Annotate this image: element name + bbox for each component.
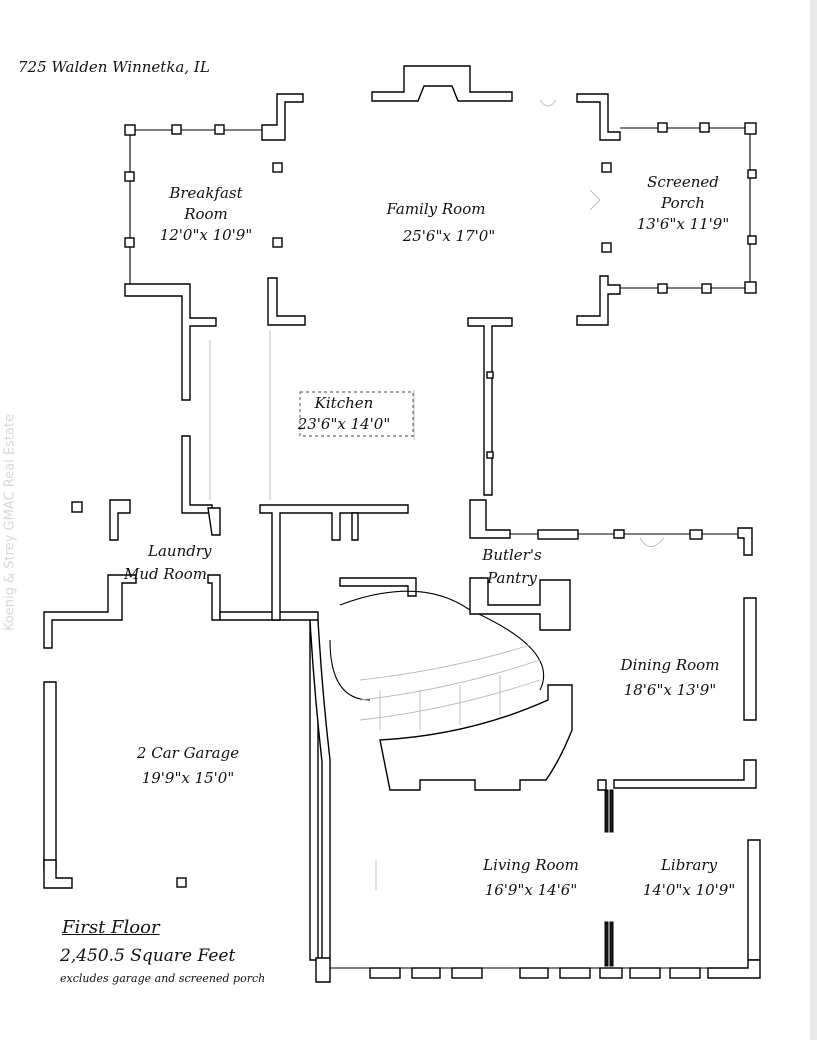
garage-walls xyxy=(43,611,319,961)
laundry-mud-room-walls xyxy=(43,435,221,649)
agency-watermark: Koenig & Strey GMAC Real Estate xyxy=(2,413,18,632)
room-label-kitchen: Kitchen 23'6"x 14'0" xyxy=(292,396,396,432)
room-label-living-room: Living Room 16'9"x 14'6" xyxy=(478,858,584,898)
butlers-pantry-walls xyxy=(469,499,753,631)
room-dimensions: 25'6"x 17'0" xyxy=(402,227,496,245)
room-name: Library xyxy=(660,856,718,874)
room-name: Butler's xyxy=(482,546,542,564)
room-name: Kitchen xyxy=(314,394,374,412)
kitchen-walls xyxy=(209,317,513,500)
room-label-butlers-pantry: Butler's Pantry xyxy=(470,548,554,586)
room-dimensions: 18'6"x 13'9" xyxy=(623,681,717,699)
room-name: 2 Car Garage xyxy=(136,744,240,762)
room-name: Screened xyxy=(647,173,719,191)
room-dimensions: 16'9"x 14'6" xyxy=(484,881,578,899)
family-room-fireplace xyxy=(371,65,513,102)
room-name: Pantry xyxy=(487,569,537,587)
room-label-laundry-mud-room: Laundry Mud Room xyxy=(124,544,224,582)
room-name: Porch xyxy=(661,194,705,212)
property-address: 725 Walden Winnetka, IL xyxy=(18,58,210,76)
room-label-garage: 2 Car Garage 19'9"x 15'0" xyxy=(132,746,244,786)
south-wall xyxy=(315,860,761,983)
screened-porch-walls xyxy=(539,93,757,326)
breakfast-room-walls xyxy=(124,93,306,401)
room-dimensions: 19'9"x 15'0" xyxy=(141,769,235,787)
page-edge-shadow xyxy=(810,0,817,1040)
room-name: Living Room xyxy=(483,856,579,874)
stair-hall-walls xyxy=(259,504,573,961)
room-name: Breakfast xyxy=(169,184,243,202)
room-label-breakfast-room: Breakfast Room 12'0"x 10'9" xyxy=(158,186,254,243)
room-dimensions: 14'0"x 10'9" xyxy=(642,881,736,899)
room-label-family-room: Family Room 25'6"x 17'0" xyxy=(370,202,502,244)
room-name: Family Room xyxy=(386,200,486,218)
room-name: Dining Room xyxy=(620,656,720,674)
room-name: Laundry xyxy=(148,542,212,560)
room-label-screened-porch: Screened Porch 13'6"x 11'9" xyxy=(630,175,736,232)
room-name: Mud Room xyxy=(124,565,207,583)
room-label-library: Library 14'0"x 10'9" xyxy=(636,858,742,898)
room-dimensions: 13'6"x 11'9" xyxy=(636,215,730,233)
room-dimensions: 23'6"x 14'0" xyxy=(297,415,391,433)
floor-area: 2,450.5 Square Feet xyxy=(60,946,236,966)
floor-title: First Floor xyxy=(62,917,160,938)
room-dimensions: 12'0"x 10'9" xyxy=(159,226,253,244)
dining-library-walls xyxy=(597,597,761,967)
room-name: Room xyxy=(184,205,228,223)
area-exclusion-note: excludes garage and screened porch xyxy=(60,972,266,985)
room-label-dining-room: Dining Room 18'6"x 13'9" xyxy=(610,658,730,698)
